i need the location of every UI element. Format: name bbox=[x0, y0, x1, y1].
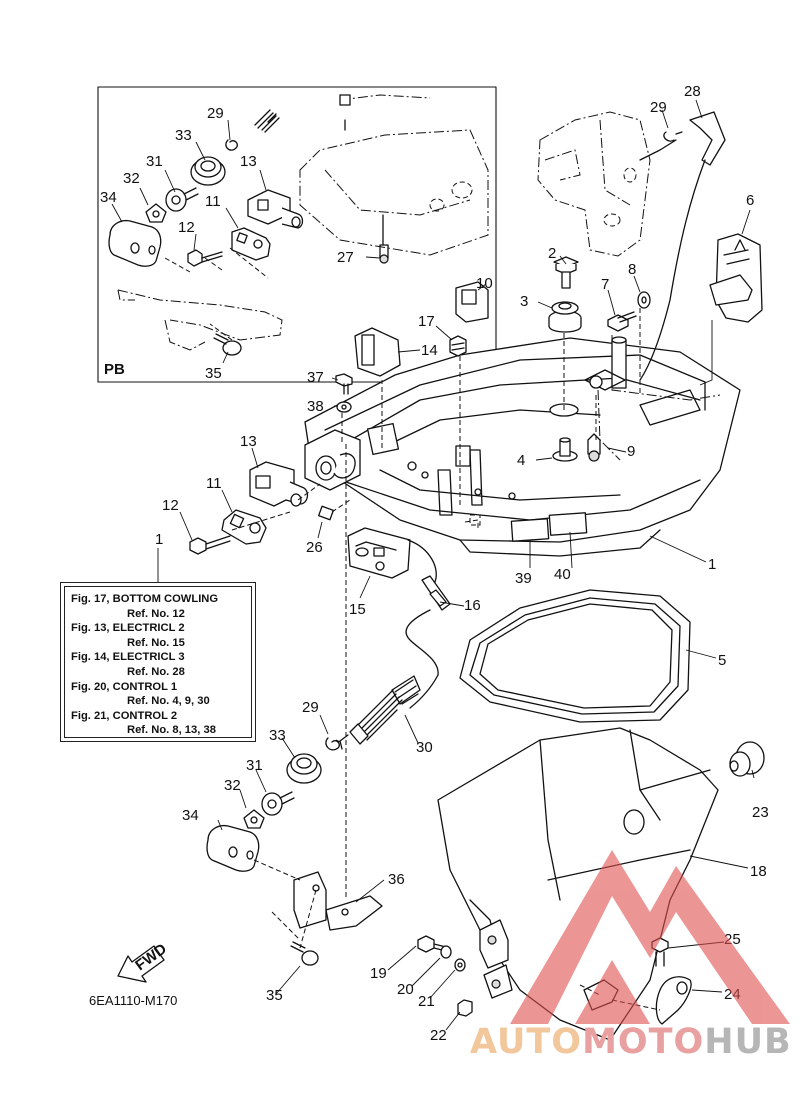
fwd-arrow: FWD bbox=[117, 940, 170, 983]
ref-number: Ref. No. 4, 9, 30 bbox=[127, 695, 210, 708]
ref-fig: Fig. 14, ELECTRICL 3 bbox=[71, 651, 185, 664]
reference-table: Fig. 17, BOTTOM COWLING Ref. No. 12 Fig.… bbox=[60, 582, 256, 742]
watermark-logo bbox=[510, 850, 790, 1024]
callout: 13 bbox=[240, 153, 257, 170]
ref-fig: Fig. 20, CONTROL 1 bbox=[71, 680, 178, 693]
callout: 19 bbox=[370, 965, 387, 982]
switch-and-wiring bbox=[335, 444, 451, 900]
callout: 4 bbox=[517, 452, 525, 469]
main-callouts: 28 29 6 2 8 3 7 10 17 14 37 38 13 11 12 … bbox=[155, 83, 769, 1044]
front-hinge-parts bbox=[189, 461, 351, 555]
callout: 18 bbox=[750, 863, 767, 880]
callout: 6 bbox=[746, 192, 754, 209]
top-fasteners bbox=[548, 256, 651, 333]
callout: 33 bbox=[175, 127, 192, 144]
callout: 27 bbox=[337, 249, 354, 266]
callout: 21 bbox=[418, 993, 435, 1010]
lower-cover-part-18 bbox=[437, 727, 719, 1041]
callout: 12 bbox=[178, 219, 195, 236]
callout: 11 bbox=[206, 475, 222, 492]
callout: 29 bbox=[302, 699, 319, 716]
callout: 14 bbox=[421, 342, 438, 359]
watermark-part: MOTO bbox=[582, 1022, 705, 1062]
latch-part-6 bbox=[699, 233, 763, 386]
callout: 12 bbox=[162, 497, 179, 514]
engine-mount-outline bbox=[537, 111, 726, 381]
callout: 31 bbox=[246, 757, 263, 774]
lower-left-parts bbox=[206, 737, 383, 966]
callout: 32 bbox=[224, 777, 241, 794]
callout: 20 bbox=[397, 981, 414, 998]
callout: 34 bbox=[182, 807, 199, 824]
callout: 13 bbox=[240, 433, 257, 450]
callout: 1 bbox=[708, 556, 716, 573]
callout: 3 bbox=[520, 293, 528, 310]
watermark-part: HUB bbox=[704, 1022, 792, 1062]
ref-number: Ref. No. 28 bbox=[127, 665, 185, 678]
callout: 28 bbox=[684, 83, 701, 100]
callout: 35 bbox=[266, 987, 283, 1004]
callout: 10 bbox=[476, 275, 493, 292]
ref-fig: Fig. 13, ELECTRICL 2 bbox=[71, 622, 185, 635]
callout: 35 bbox=[205, 365, 222, 382]
inset-label: PB bbox=[104, 361, 125, 378]
callout: 11 bbox=[205, 193, 221, 210]
callout: 39 bbox=[515, 570, 532, 587]
callout: 9 bbox=[627, 443, 635, 460]
callout: 37 bbox=[307, 369, 324, 386]
callout: 33 bbox=[269, 727, 286, 744]
callout: 30 bbox=[416, 739, 433, 756]
callout: 31 bbox=[146, 153, 163, 170]
callout: 5 bbox=[718, 652, 726, 669]
callout: 15 bbox=[349, 601, 366, 618]
callout: 1 bbox=[155, 531, 163, 548]
grommet-part-23 bbox=[729, 741, 765, 777]
callout: 34 bbox=[100, 189, 117, 206]
callout: 26 bbox=[306, 539, 323, 556]
callout: 23 bbox=[752, 804, 769, 821]
inset-panel bbox=[97, 86, 497, 383]
callout: 32 bbox=[123, 170, 140, 187]
watermark-text: AUTOMOTOHUB bbox=[470, 1022, 792, 1062]
inset-callouts: 29 33 31 32 34 13 11 12 27 35 bbox=[100, 105, 354, 382]
center-fittings bbox=[335, 281, 489, 413]
watermark-part: AUTO bbox=[470, 1022, 583, 1062]
callout: 38 bbox=[307, 398, 324, 415]
ref-number: Ref. No. 8, 13, 38 bbox=[127, 724, 216, 737]
callout: 22 bbox=[430, 1027, 447, 1044]
callout: 8 bbox=[628, 261, 636, 278]
callout: 7 bbox=[601, 276, 609, 293]
diagram-code: 6EA1110-M170 bbox=[89, 993, 178, 1008]
callout: 29 bbox=[650, 99, 667, 116]
callout: 17 bbox=[418, 313, 435, 330]
ref-fig: Fig. 21, CONTROL 2 bbox=[71, 709, 178, 722]
leader-lines bbox=[111, 99, 755, 1031]
ref-number: Ref. No. 15 bbox=[127, 636, 185, 649]
ref-number: Ref. No. 12 bbox=[127, 607, 185, 620]
bottom-cowling-part-1 bbox=[304, 300, 741, 557]
callout: 29 bbox=[207, 105, 224, 122]
callout: 40 bbox=[554, 566, 571, 583]
rubber-seal-part-5 bbox=[459, 589, 691, 723]
callout: 2 bbox=[548, 245, 556, 262]
callout: 36 bbox=[388, 871, 405, 888]
callout: 16 bbox=[464, 597, 481, 614]
ref-fig: Fig. 17, BOTTOM COWLING bbox=[71, 593, 219, 605]
